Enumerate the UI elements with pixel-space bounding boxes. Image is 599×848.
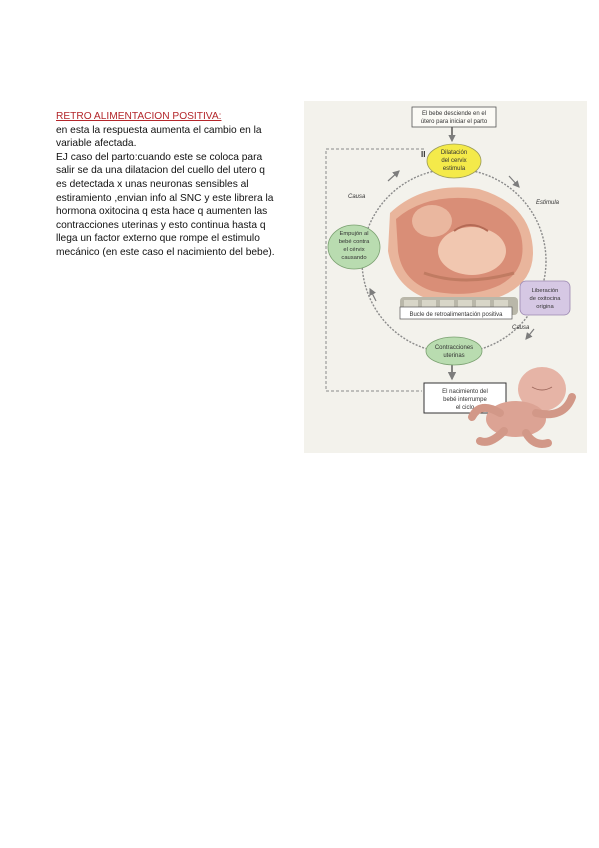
release-line: Liberación (532, 288, 559, 294)
explanation-text: RETRO ALIMENTACION POSITIVA: en esta la … (56, 110, 300, 260)
newborn-illustration (468, 367, 576, 448)
cause-left-label: Causa (348, 194, 366, 200)
birth-line: el ciclo (456, 405, 475, 411)
stop-mark: II (421, 150, 425, 159)
arrow-icon (369, 287, 377, 302)
push-line: causando (341, 255, 366, 261)
body-line: es detectada x unas neuronas sensibles a… (56, 178, 249, 190)
push-line: Empujón al (339, 231, 368, 237)
arrow-icon (508, 175, 520, 188)
stimulus-label: Estimula (536, 200, 560, 206)
dilation-line: Dilatación (441, 150, 467, 156)
body-line: estiramiento ,envian info al SNC y este … (56, 192, 274, 204)
contractions-node (425, 336, 483, 366)
push-line: el cérvix (343, 247, 364, 253)
top-box-line: útero para iniciar el parto (421, 119, 488, 125)
loop-label: Bucle de retroalimentación positiva (409, 312, 503, 318)
section-heading: RETRO ALIMENTACION POSITIVA: (56, 111, 222, 122)
body-line: contracciones uterinas y esto continua h… (56, 219, 266, 231)
dilation-node (426, 143, 482, 179)
bypass-line (325, 148, 424, 392)
contractions-line: uterinas (443, 353, 464, 359)
body-line: hormona oxitocina q esta hace q aumenten… (56, 206, 268, 218)
body-line: en esta la respuesta aumenta el cambio e… (56, 124, 262, 136)
body-line: salir se da una dilatacion del cuello de… (56, 165, 265, 177)
loop-label-box (399, 306, 513, 320)
dilation-line: estimula (443, 166, 466, 172)
arrow-icon (525, 328, 535, 340)
feedback-loop-diagram: El bebe desciende en el útero para inici… (325, 106, 576, 448)
body-line: EJ caso del parto:cuando este se coloca … (56, 151, 263, 163)
birth-line: El nacimiento del (442, 389, 488, 395)
dilation-line: del cervix (441, 158, 466, 164)
uterus-illustration (388, 187, 533, 315)
top-box-line: El bebe desciende en el (422, 111, 486, 117)
top-box (411, 106, 497, 128)
arrow-icon (387, 170, 400, 182)
push-line: bebé contra (339, 239, 370, 245)
contractions-line: Contracciones (435, 345, 473, 351)
body-line: mecánico (en este caso el nacimiento del… (56, 246, 275, 258)
birth-line: bebé interrumpe (443, 397, 487, 403)
positive-feedback-figure: El bebe desciende en el útero para inici… (304, 101, 587, 453)
push-node (327, 224, 381, 270)
release-line: de oxitocina (530, 296, 562, 302)
body-line: variable afectada. (56, 138, 137, 150)
cause-bottom-label: Causa (512, 325, 530, 331)
release-node (519, 280, 571, 316)
body-line: llega un factor externo que rompe el est… (56, 233, 260, 245)
release-line: origina (536, 304, 554, 310)
